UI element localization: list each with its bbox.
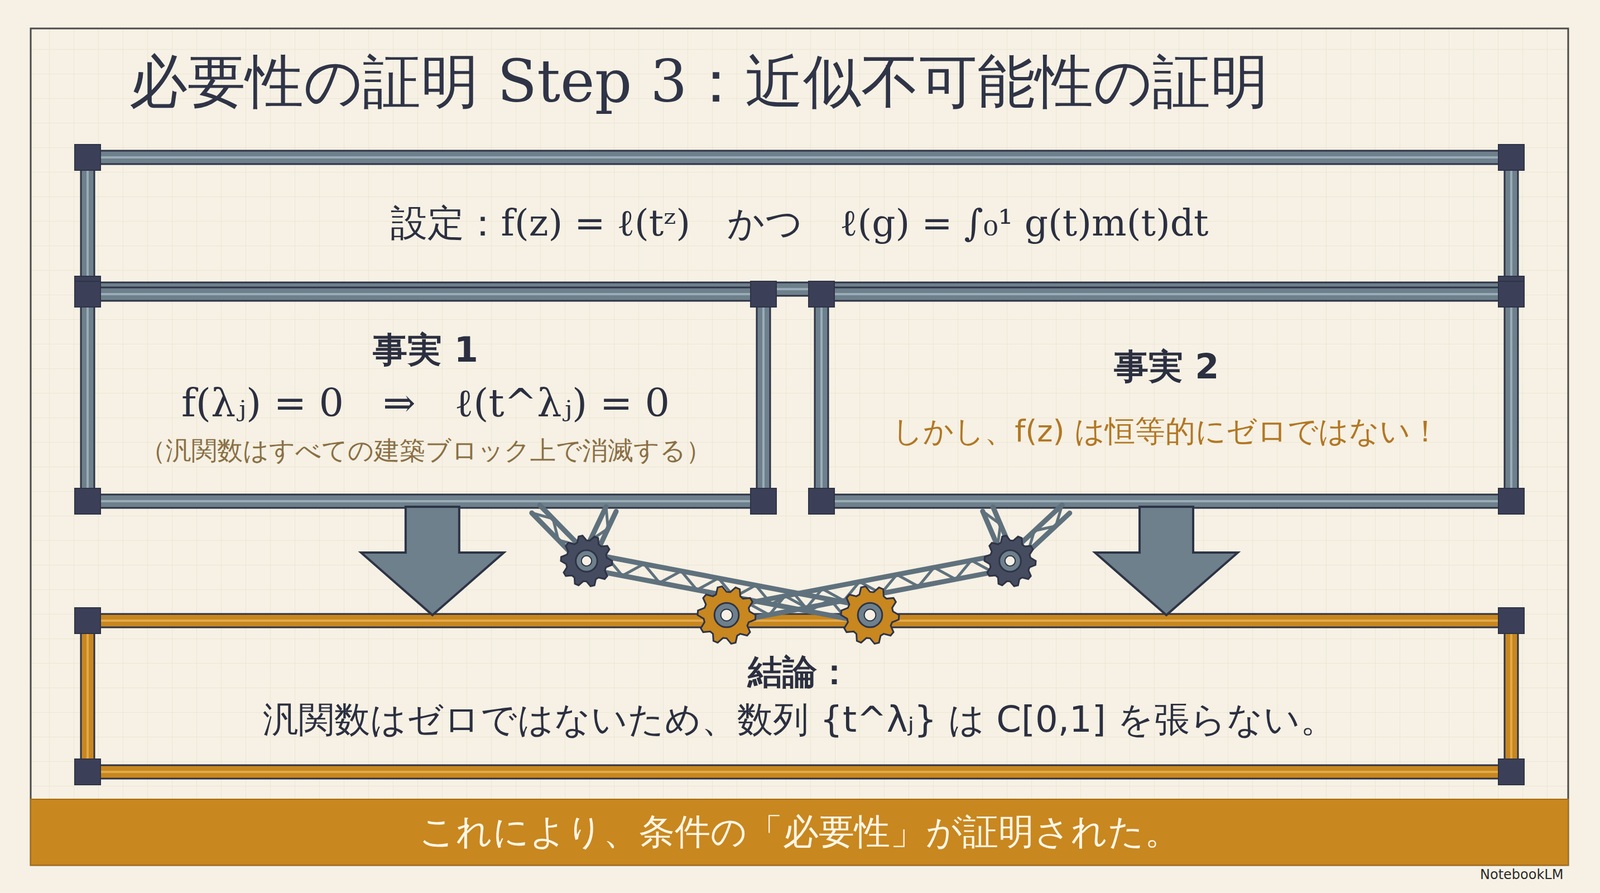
girder-highlight — [84, 619, 1515, 622]
node-heading: 事実 2 — [1113, 344, 1220, 390]
conclusion-band: これにより、条件の「必要性」が証明された。 — [30, 799, 1569, 866]
girder-frames — [30, 144, 1569, 866]
node-heading: 事実 1 — [372, 327, 479, 373]
gear — [697, 586, 756, 645]
girder-joint — [74, 488, 101, 514]
girder-highlight — [762, 290, 765, 505]
frame-box: 事実 1f(λⱼ) = 0 ⇒ ℓ(t^λⱼ) = 0 （汎関数はすべての建築ブロ… — [80, 287, 771, 508]
girder-bar — [80, 613, 95, 779]
node-frame — [74, 607, 1525, 785]
girder-bar — [80, 150, 1518, 165]
girder-joint — [750, 281, 777, 307]
node-text: 汎関数はゼロではないため、数列 {t^λⱼ} は C[0,1] を張らない。 — [262, 696, 1337, 743]
node-text: （汎関数はすべての建築ブロック上で消滅する） — [140, 434, 712, 468]
girder-joint — [1498, 758, 1525, 785]
girder-highlight — [818, 500, 1515, 503]
node-frame — [30, 799, 1569, 866]
gear — [841, 586, 900, 645]
girder-highlight — [86, 617, 89, 776]
girder-bar — [1504, 613, 1518, 779]
girder-joint — [808, 281, 835, 307]
girder-highlight — [84, 500, 767, 503]
frame-box: 設定：f(z) = ℓ(tᶻ) かつ ℓ(g) = ∫₀¹ g(t)m(t)dt — [80, 150, 1518, 296]
block-arrow — [1094, 506, 1238, 615]
girder-bar — [80, 287, 95, 508]
girder-highlight — [820, 290, 823, 505]
slide-frame — [30, 28, 1569, 866]
frame-box: 結論：汎関数はゼロではないため、数列 {t^λⱼ} は C[0,1] を張らない… — [80, 613, 1518, 779]
truss-and-gears — [531, 505, 1070, 645]
frame-box: 事実 2 しかし、f(z) は恒等的にゼロではない！ — [814, 287, 1518, 508]
gear — [560, 535, 613, 587]
girder-highlight — [1510, 154, 1513, 293]
girder-bar — [80, 287, 771, 301]
girder-highlight — [84, 156, 1515, 159]
girder-highlight — [86, 154, 89, 293]
girder-joint — [1498, 281, 1525, 307]
band-fill — [30, 799, 1569, 866]
girder-highlight — [84, 770, 1515, 773]
node-text: f(λⱼ) = 0 ⇒ ℓ(t^λⱼ) = 0 — [181, 377, 670, 429]
node-text: 設定：f(z) = ℓ(tᶻ) かつ ℓ(g) = ∫₀¹ g(t)m(t)dt — [390, 199, 1209, 248]
girder-highlight — [84, 292, 767, 296]
girder-bar — [814, 287, 829, 508]
girder-joint — [750, 488, 777, 514]
girder-highlight — [1510, 617, 1513, 776]
girder-joint — [1498, 607, 1525, 634]
truss — [724, 553, 1012, 623]
girder-joint — [74, 144, 101, 171]
girder-joint — [808, 488, 835, 514]
girder-highlight — [1510, 290, 1513, 505]
girder-bar — [80, 150, 95, 296]
girder-joint — [74, 758, 101, 785]
girder-highlight — [86, 290, 89, 505]
girder-bar — [1504, 287, 1518, 508]
block-arrow — [361, 506, 504, 615]
girder-highlight — [818, 292, 1515, 296]
girder-bar — [80, 765, 1518, 779]
node-heading: 結論： — [747, 649, 852, 695]
girder-joint — [1498, 144, 1525, 171]
girder-joint — [74, 281, 101, 307]
girder-bar — [756, 287, 771, 508]
girder-bar — [80, 613, 1518, 628]
node-text: しかし、f(z) は恒等的にゼロではない！ — [892, 411, 1441, 451]
gear — [984, 535, 1036, 587]
girder-joint — [1498, 488, 1525, 514]
watermark: NotebookLM — [1480, 866, 1564, 883]
node-frame — [74, 144, 1525, 302]
slide-title: 必要性の証明 Step 3：近似不可能性の証明 — [129, 43, 1269, 122]
girder-bar — [1504, 150, 1518, 296]
node-text: これにより、条件の「必要性」が証明された。 — [419, 808, 1181, 855]
girder-bar — [814, 287, 1518, 301]
girder-joint — [74, 607, 101, 634]
node-frame — [74, 281, 777, 514]
node-frame — [808, 281, 1525, 514]
